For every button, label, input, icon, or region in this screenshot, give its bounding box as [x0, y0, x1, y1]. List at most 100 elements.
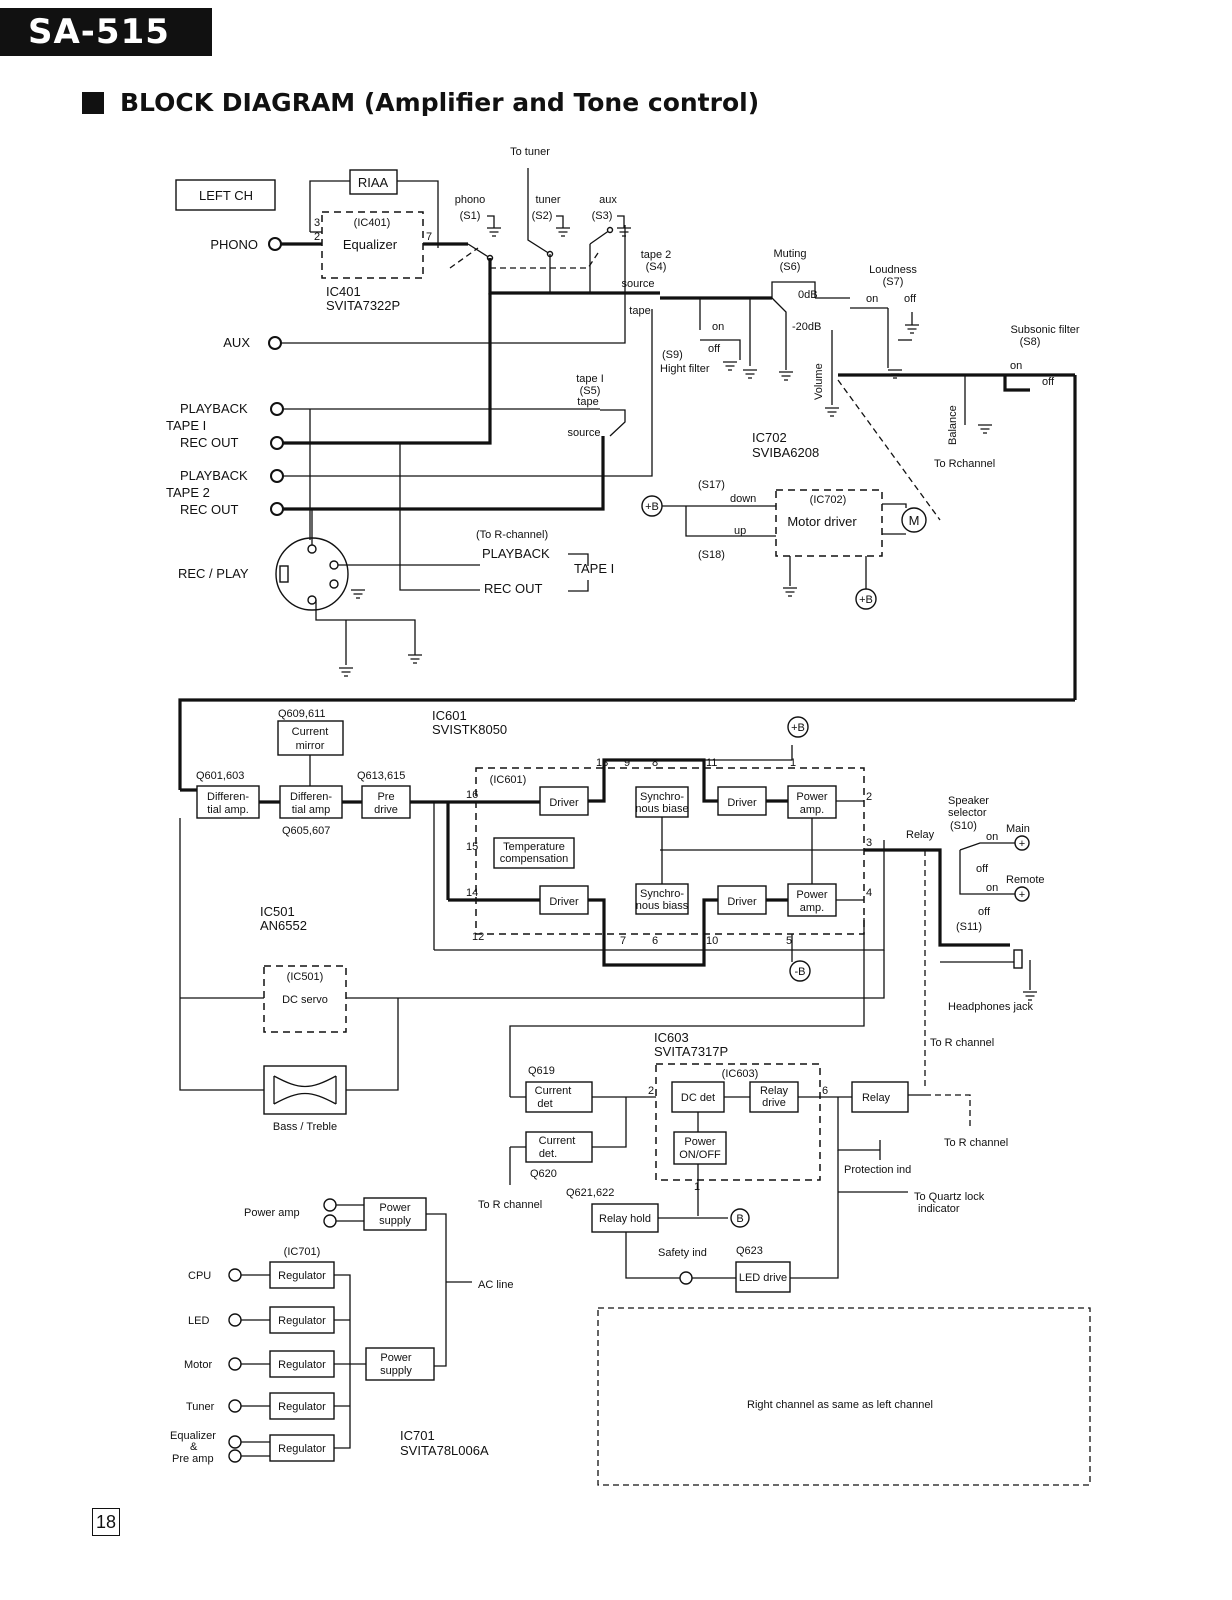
tape2-recout-label: REC OUT	[180, 502, 239, 517]
svg-text:5: 5	[786, 935, 792, 947]
svg-text:Pre amp: Pre amp	[172, 1453, 214, 1465]
svg-text:Bass / Treble: Bass / Treble	[273, 1121, 337, 1133]
svg-text:off: off	[976, 863, 989, 875]
svg-text:drive: drive	[762, 1097, 786, 1109]
svg-text:ON/OFF: ON/OFF	[679, 1149, 721, 1161]
relay-hold: Q621,622 Relay hold B	[566, 1187, 750, 1279]
ic401-inner-label: (IC401)	[354, 217, 391, 229]
svg-text:(S11): (S11)	[956, 921, 982, 933]
svg-text:Power amp: Power amp	[244, 1207, 300, 1219]
phono-jack-label: PHONO	[210, 237, 258, 252]
svg-text:Temperature: Temperature	[503, 841, 565, 853]
svg-text:supply: supply	[379, 1215, 411, 1227]
speaker-output: Relay Speaker selector (S10) Main + on o…	[864, 795, 1045, 1090]
tape1-selector: tape I (S5) tape source	[567, 373, 626, 439]
tape-jacks: PLAYBACK TAPE I REC OUT PLAYBACK TAPE 2 …	[166, 293, 605, 517]
svg-text:source: source	[567, 427, 600, 439]
svg-text:(S1): (S1)	[460, 210, 481, 222]
regulators: (IC701) CPU LED Motor Tuner Equalizer & …	[170, 1246, 489, 1465]
svg-text:SVITA7317P: SVITA7317P	[654, 1044, 728, 1059]
svg-text:Q619: Q619	[528, 1065, 555, 1077]
bass-treble: Bass / Treble	[263, 1065, 347, 1133]
svg-text:+B: +B	[791, 722, 805, 734]
page-number: 18	[92, 1508, 120, 1536]
svg-text:IC702: IC702	[752, 430, 787, 445]
signal-to-amp	[178, 698, 1075, 790]
page-title-text: BLOCK DIAGRAM (Amplifier and Tone contro…	[120, 88, 760, 117]
svg-text:Q601,603: Q601,603	[196, 770, 244, 782]
svg-text:Loudness: Loudness	[869, 264, 917, 276]
svg-text:+B: +B	[645, 501, 659, 513]
diff-amp-2: Differen- tial amp Q605,607	[279, 785, 343, 837]
svg-text:13: 13	[596, 757, 608, 769]
svg-text:AN6552: AN6552	[260, 918, 307, 933]
svg-text:amp.: amp.	[800, 902, 824, 914]
svg-text:M: M	[909, 513, 920, 528]
svg-text:mirror: mirror	[296, 740, 325, 752]
svg-text:(S5): (S5)	[580, 385, 601, 397]
ic501-dc-servo: IC501 AN6552 (IC501) DC servo	[179, 818, 885, 1091]
title-bullet	[82, 91, 104, 114]
svg-text:Tuner: Tuner	[186, 1401, 215, 1413]
loudness-switch: Loudness (S7) on off	[850, 264, 920, 379]
svg-text:-B: -B	[795, 966, 806, 978]
svg-text:Q620: Q620	[530, 1168, 557, 1180]
svg-text:6: 6	[822, 1085, 828, 1097]
svg-text:DC det: DC det	[681, 1092, 715, 1104]
current-det-2: Current det. Q620 To R channel	[478, 1097, 627, 1211]
svg-text:&: &	[190, 1441, 198, 1453]
svg-text:on: on	[712, 321, 724, 333]
svg-text:IC603: IC603	[654, 1030, 689, 1045]
led-drive: Safety ind Q623 LED drive	[658, 1245, 791, 1293]
svg-text:(S9): (S9)	[662, 349, 683, 361]
svg-text:tial amp: tial amp	[292, 804, 331, 816]
svg-text:To Quartz lock: To Quartz lock	[914, 1191, 985, 1203]
svg-text:-20dB: -20dB	[792, 321, 821, 333]
svg-text:2: 2	[314, 231, 320, 243]
svg-text:(S3): (S3)	[592, 210, 613, 222]
svg-text:+: +	[1019, 889, 1025, 901]
svg-text:(IC601): (IC601)	[490, 774, 527, 786]
svg-text:Equalizer: Equalizer	[170, 1430, 216, 1442]
svg-text:(S2): (S2)	[532, 210, 553, 222]
svg-text:Q609,611: Q609,611	[278, 708, 326, 720]
svg-text:7: 7	[620, 935, 626, 947]
svg-text:Subsonic filter: Subsonic filter	[1010, 324, 1079, 336]
svg-text:Safety ind: Safety ind	[658, 1247, 707, 1259]
left-ch-box: LEFT CH	[175, 179, 276, 211]
svg-text:(S18): (S18)	[698, 549, 725, 561]
svg-text:12: 12	[472, 931, 484, 943]
svg-text:Current: Current	[535, 1085, 572, 1097]
svg-text:on: on	[986, 882, 998, 894]
svg-text:off: off	[708, 343, 721, 355]
aux-jack: AUX	[223, 225, 626, 350]
svg-text:Q605,607: Q605,607	[282, 825, 330, 837]
svg-text:Synchro-: Synchro-	[640, 888, 684, 900]
svg-text:down: down	[730, 493, 756, 505]
svg-text:6: 6	[652, 935, 658, 947]
svg-text:tape I: tape I	[576, 373, 604, 385]
tape1-label: TAPE I	[166, 418, 206, 433]
to-r-tape-label: TAPE I	[574, 561, 614, 576]
tape2-label: TAPE 2	[166, 485, 210, 500]
svg-text:16: 16	[466, 789, 478, 801]
svg-text:nous biass: nous biass	[636, 900, 689, 912]
svg-text:LED drive: LED drive	[739, 1272, 787, 1284]
ic401-part-label: SVITA7322P	[326, 298, 400, 313]
svg-text:Current: Current	[292, 726, 329, 738]
svg-text:(S17): (S17)	[698, 479, 725, 491]
svg-text:10: 10	[706, 935, 718, 947]
rec-play-label: REC / PLAY	[178, 566, 249, 581]
svg-text:Driver: Driver	[549, 797, 579, 809]
svg-text:(S6): (S6)	[780, 261, 801, 273]
riaa-label: RIAA	[358, 175, 389, 190]
right-channel-note: Right channel as same as left channel	[597, 1307, 1091, 1486]
pre-drive: Q613,615 Pre drive	[342, 770, 540, 950]
svg-text:CPU: CPU	[188, 1270, 211, 1282]
svg-text:1: 1	[790, 757, 796, 769]
svg-text:(S7): (S7)	[883, 276, 904, 288]
svg-text:11: 11	[706, 757, 717, 769]
svg-text:Muting: Muting	[773, 248, 806, 260]
svg-text:on: on	[986, 831, 998, 843]
svg-text:Synchro-: Synchro-	[640, 791, 684, 803]
